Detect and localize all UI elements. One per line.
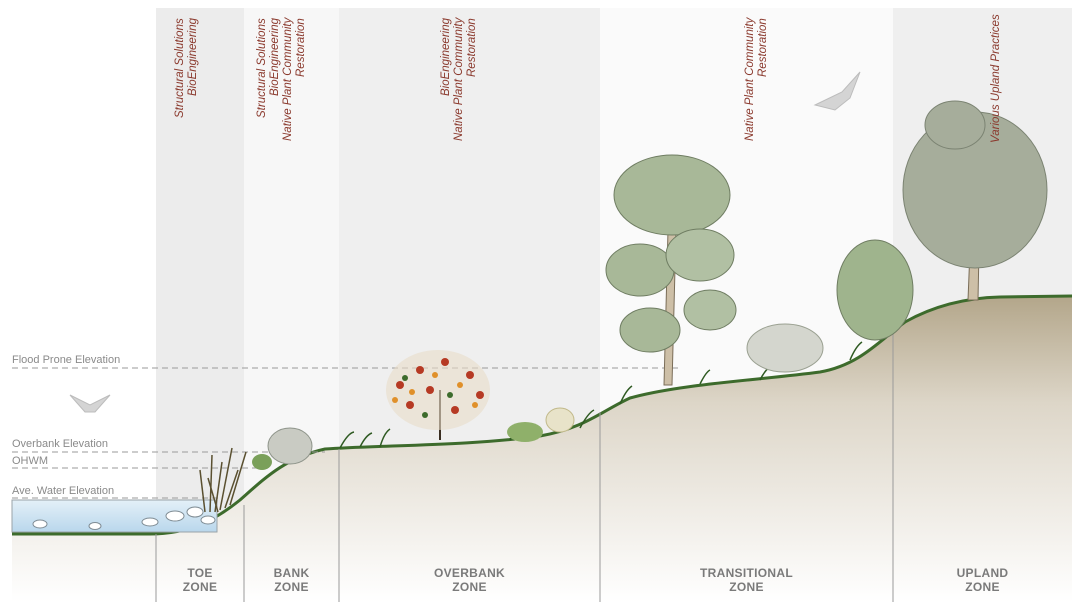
practice-toe-1: Structural Solutions (174, 18, 186, 118)
zone-label-transitional: TRANSITIONAL ZONE (600, 566, 893, 594)
practice-bank-3: Native Plant Community (282, 18, 294, 142)
practices-overbank: BioEngineering Native Plant Community Re… (440, 18, 479, 190)
reeds-icon (199, 447, 247, 513)
upland-tree-icon (902, 100, 1048, 301)
zone-toe-line1: TOE (187, 566, 213, 580)
label-ohwm: OHWM (12, 455, 49, 467)
practices-upland: Various Upland Practices (990, 14, 1003, 190)
zone-bank-line2: ZONE (274, 580, 309, 594)
practices-bank: Structural Solutions BioEngineering Nati… (256, 18, 308, 190)
practice-bank-1: Structural Solutions (256, 18, 268, 118)
practice-transitional-2: Restoration (757, 18, 769, 77)
zone-label-toe: TOE ZONE (156, 566, 244, 594)
overbank-shrub-icon (507, 407, 575, 442)
practice-overbank-1: BioEngineering (440, 18, 452, 97)
tall-tree-icon (605, 154, 737, 386)
zone-dividers (155, 330, 894, 602)
practice-overbank-3: Restoration (466, 18, 478, 77)
zone-transitional-line2: ZONE (729, 580, 764, 594)
zone-transitional-line1: TRANSITIONAL (700, 566, 793, 580)
zone-overbank-line1: OVERBANK (433, 566, 506, 580)
practice-bank-2: BioEngineering (269, 18, 281, 97)
bank-shrub-icon (252, 427, 313, 470)
zone-toe-line2: ZONE (182, 580, 218, 594)
zone-label-overbank: OVERBANK ZONE (339, 566, 600, 594)
practices-toe: Structural Solutions BioEngineering (174, 18, 200, 190)
label-flood-prone-elevation: Flood Prone Elevation (12, 354, 121, 366)
label-overbank-elevation: Overbank Elevation (12, 438, 108, 450)
zone-bank-line1: BANK (273, 566, 310, 580)
practice-transitional-1: Native Plant Community (744, 18, 756, 142)
flowering-shrub-icon (386, 350, 490, 440)
zone-label-upland: UPLAND ZONE (893, 566, 1072, 594)
zone-overbank-line2: ZONE (452, 580, 487, 594)
bird-icon (69, 71, 861, 413)
zone-label-bank: BANK ZONE (244, 566, 339, 594)
practice-upland-1: Various Upland Practices (990, 14, 1002, 143)
ground-profile (12, 296, 1072, 602)
transitional-shrub-icon (746, 239, 914, 373)
river-stones (32, 506, 216, 530)
zone-upland-line1: UPLAND (956, 566, 1009, 580)
practice-toe-2: BioEngineering (187, 18, 199, 97)
practice-overbank-2: Native Plant Community (453, 18, 465, 142)
practice-bank-4: Restoration (295, 18, 307, 77)
practices-transitional: Native Plant Community Restoration (744, 18, 770, 190)
zone-upland-line2: ZONE (965, 580, 1000, 594)
label-ave-water-elevation: Ave. Water Elevation (12, 485, 115, 497)
